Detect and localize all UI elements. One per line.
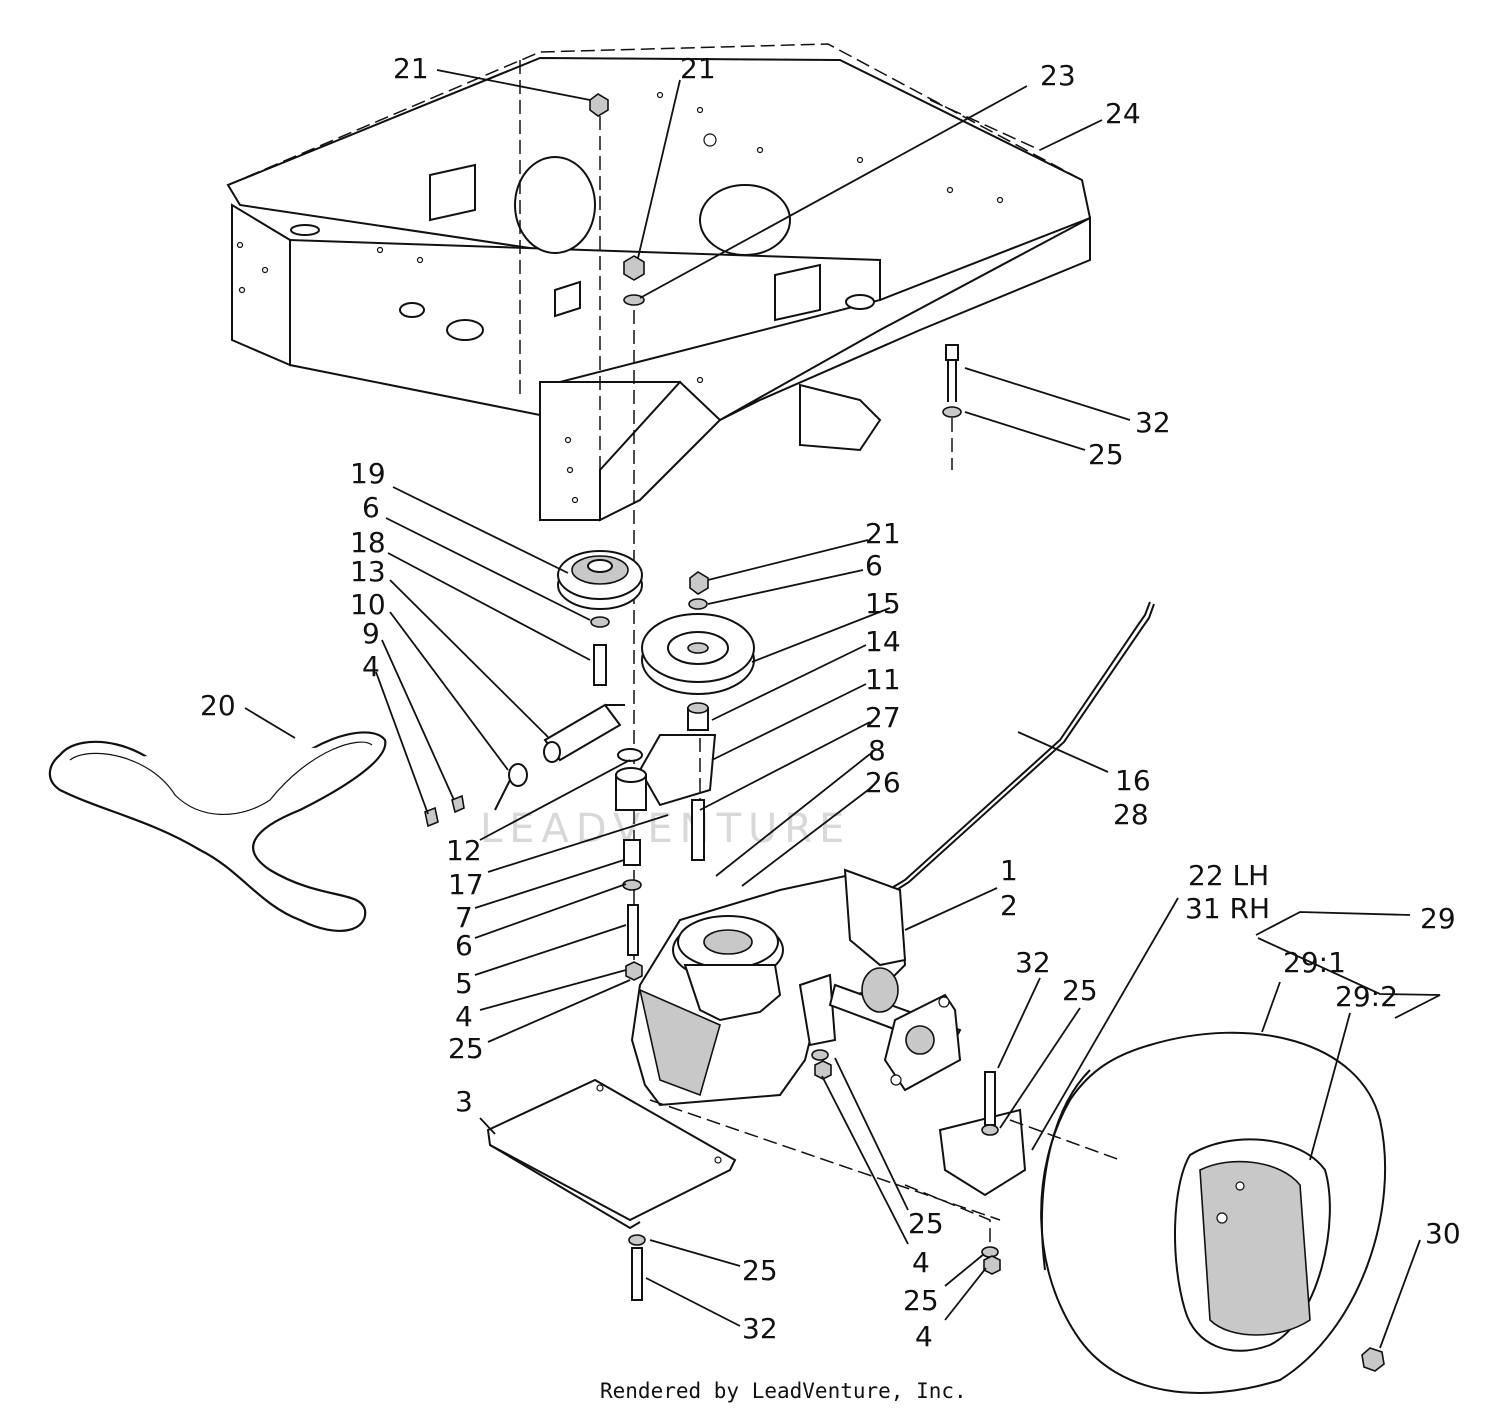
- callout-28: 28: [1113, 798, 1149, 831]
- callout-14: 14: [865, 625, 901, 658]
- callout-25-axle: 25: [1062, 974, 1098, 1007]
- callout-16: 16: [1115, 764, 1151, 797]
- callout-10: 10: [350, 588, 386, 621]
- callout-11: 11: [865, 663, 901, 696]
- callout-4-lower: 4: [455, 1000, 473, 1033]
- render-credit: Rendered by LeadVenture, Inc.: [600, 1379, 967, 1403]
- transaxle: [625, 868, 962, 1107]
- callout-6-pulley: 6: [865, 549, 883, 582]
- watermark: LEADVENTURE: [480, 806, 851, 852]
- callout-25-right-lower: 25: [903, 1284, 939, 1317]
- callout-21-pulley: 21: [865, 517, 901, 550]
- callout-3: 3: [455, 1085, 473, 1118]
- callout-25-lower-left: 25: [448, 1032, 484, 1065]
- callout-8: 8: [868, 734, 886, 767]
- drive-pulleys: [424, 550, 755, 956]
- callout-4-left: 4: [362, 650, 380, 683]
- callout-7: 7: [455, 901, 473, 934]
- callout-30: 30: [1425, 1217, 1461, 1250]
- callout-32-frame: 32: [1135, 406, 1171, 439]
- callout-25-bottom: 25: [742, 1254, 778, 1287]
- callout-25-center: 25: [908, 1207, 944, 1240]
- callout-32-bottom: 32: [742, 1312, 778, 1345]
- callout-18: 18: [350, 526, 386, 559]
- leader-lines: [244, 69, 1441, 1349]
- drive-belt: [48, 731, 387, 932]
- callout-9: 9: [362, 617, 380, 650]
- callout-17: 17: [448, 868, 484, 901]
- callout-29-1: 29:1: [1283, 946, 1346, 979]
- callout-6-lower: 6: [455, 929, 473, 962]
- callout-21-top-center: 21: [680, 52, 716, 85]
- callout-6-left-upper: 6: [362, 491, 380, 524]
- callout-13: 13: [350, 555, 386, 588]
- callout-23: 23: [1040, 59, 1076, 92]
- callout-1: 1: [1000, 854, 1018, 887]
- callout-2: 2: [1000, 889, 1018, 922]
- callout-29-2: 29:2: [1335, 980, 1398, 1013]
- callout-19: 19: [350, 457, 386, 490]
- callout-24: 24: [1105, 97, 1141, 130]
- callout-29: 29: [1420, 902, 1456, 935]
- callout-22-lh: 22 LH: [1188, 859, 1269, 892]
- callout-4-right-lower: 4: [915, 1320, 933, 1353]
- callout-25-frame: 25: [1088, 438, 1124, 471]
- callout-15: 15: [865, 587, 901, 620]
- callout-labels: 21 21 23 24 32 25 19 6 18 13 10 9 4 20 2…: [200, 52, 1461, 1353]
- callout-4-center: 4: [912, 1246, 930, 1279]
- wheel-tire: [1009, 1031, 1387, 1394]
- callout-32-axle: 32: [1015, 946, 1051, 979]
- callout-21-top-left: 21: [393, 52, 429, 85]
- frame-assembly: [226, 43, 1092, 522]
- callout-5: 5: [455, 967, 473, 1000]
- callout-26: 26: [865, 766, 901, 799]
- callout-27: 27: [865, 701, 901, 734]
- callout-12: 12: [446, 834, 482, 867]
- callout-20: 20: [200, 689, 236, 722]
- callout-31-rh: 31 RH: [1185, 892, 1270, 925]
